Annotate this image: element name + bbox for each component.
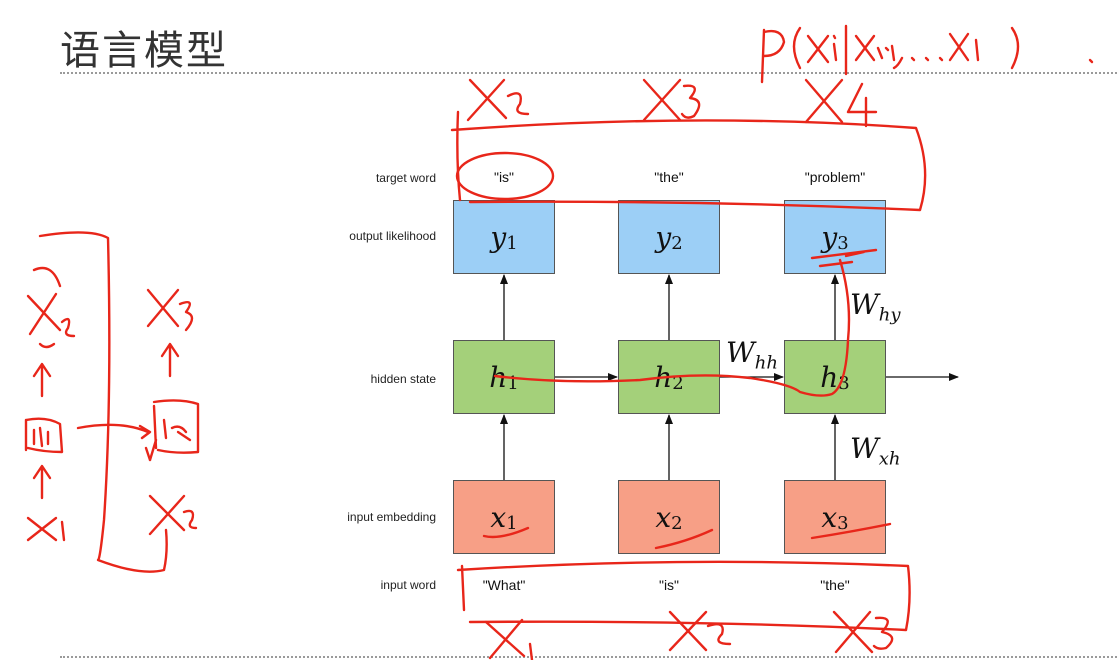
left-sketch bbox=[24, 231, 200, 573]
target-word-2: "the" bbox=[654, 169, 684, 185]
slide-title: 语言模型 bbox=[60, 28, 228, 74]
underline-x1 bbox=[482, 526, 530, 539]
network-arrows bbox=[500, 274, 959, 480]
row-label-hidden-state: hidden state bbox=[370, 372, 436, 386]
target-word-1: "is" bbox=[493, 169, 515, 185]
underline-x2 bbox=[654, 528, 714, 550]
row-label-input-embedding: input embedding bbox=[347, 510, 436, 524]
top-x-labels bbox=[466, 78, 878, 128]
target-word-3: "problem" bbox=[804, 169, 866, 185]
input-word-2: "is" bbox=[658, 577, 680, 593]
row-label-output-likelihood: output likelihood bbox=[349, 229, 436, 243]
bottom-x-labels bbox=[484, 610, 894, 660]
weight-label-wxh: Wxh bbox=[850, 432, 901, 470]
top-divider bbox=[60, 72, 1117, 74]
input-row-bracket bbox=[456, 560, 911, 632]
formula-handwriting bbox=[760, 24, 1094, 84]
target-row-bracket bbox=[450, 110, 927, 212]
weight-label-why: Why bbox=[850, 288, 901, 326]
row-label-target-word: target word bbox=[375, 171, 436, 185]
handwriting-annotations bbox=[24, 24, 1094, 660]
weight-label-whh: Whh bbox=[726, 336, 778, 374]
input-word-3: "the" bbox=[820, 577, 850, 593]
bottom-divider bbox=[60, 656, 1117, 658]
input-word-1: "What" bbox=[482, 577, 526, 593]
underline-x3 bbox=[810, 522, 892, 540]
y3-strike bbox=[810, 248, 878, 268]
row-label-input-word: input word bbox=[380, 578, 436, 592]
dependency-path bbox=[493, 258, 851, 397]
circle-is bbox=[455, 151, 555, 201]
